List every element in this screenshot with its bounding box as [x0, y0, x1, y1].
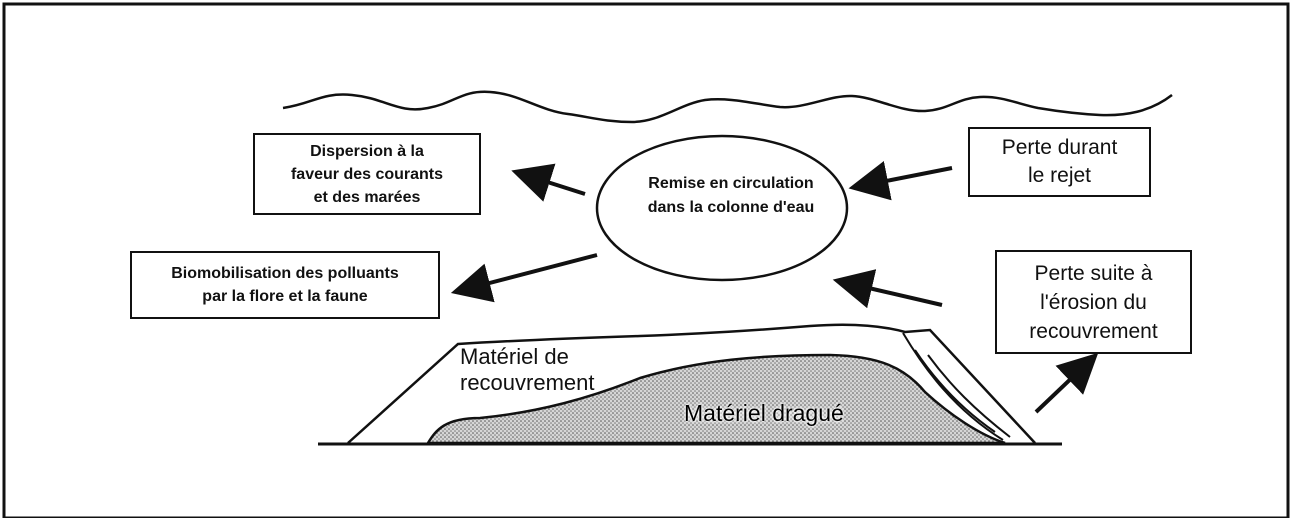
capping-layer-outline — [347, 323, 1036, 444]
arrow-to-dispersion — [511, 163, 586, 202]
dispersion-box: Dispersion à la faveur des courants et d… — [253, 133, 481, 215]
arrow-to-perte-erosion — [1034, 352, 1099, 414]
center-ellipse-label: Remise en circulation dans la colonne d'… — [647, 175, 815, 216]
biomobilisation-box: Biomobilisation des polluants par la flo… — [130, 251, 440, 319]
dredged-material-mound — [425, 353, 1006, 445]
arrow-to-biomobilisation — [450, 253, 598, 303]
center-ellipse — [595, 134, 849, 282]
perte-erosion-box: Perte suite à l'érosion du recouvrement — [995, 250, 1192, 354]
dispersion-label: Dispersion à la faveur des courants et d… — [290, 142, 444, 206]
perte-erosion-label: Perte suite à l'érosion du recouvrement — [1029, 261, 1158, 343]
perte-rejet-box: Perte durant le rejet — [968, 127, 1151, 197]
dredged-material-label: Matériel dragué — [684, 400, 844, 426]
water-surface-line — [282, 90, 1173, 124]
biomobilisation-label: Biomobilisation des polluants par la flo… — [171, 265, 399, 305]
arrow-from-mound — [832, 269, 943, 309]
arrow-from-perte-rejet — [848, 161, 953, 201]
erosion-slump-lines — [902, 332, 1011, 441]
perte-rejet-label: Perte durant le rejet — [1001, 136, 1118, 187]
capping-layer-label: Matériel de recouvrement — [460, 344, 595, 395]
